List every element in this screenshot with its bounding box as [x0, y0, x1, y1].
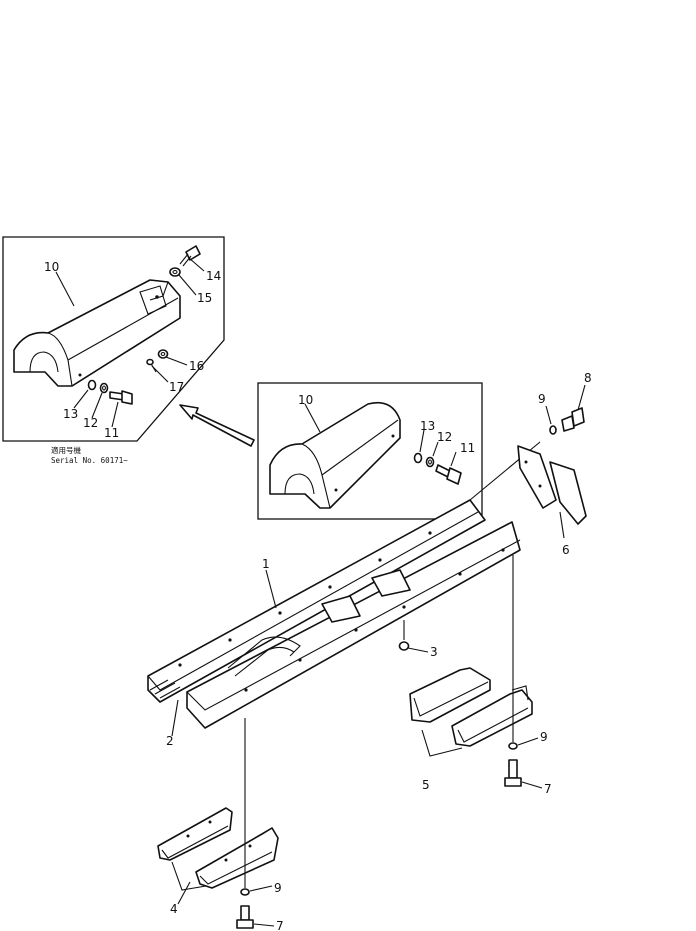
inset-standard: 10 13 12 11: [257, 382, 483, 520]
bolt-part-7-bottom: [236, 905, 254, 929]
washer-part-9-mid: [508, 742, 518, 750]
callout-9-top: 9: [538, 392, 546, 406]
callout-10: 10: [44, 260, 59, 274]
cover-part-10: [269, 401, 401, 509]
bolt-11-variant: [109, 390, 133, 405]
support-part-4: [157, 807, 279, 891]
washer-part-9-top: [549, 425, 557, 435]
serial-note-value: Serial No. 60171~: [51, 456, 128, 465]
washer-part-9-bottom: [240, 888, 250, 896]
callout-5: 5: [422, 778, 430, 792]
track-frame-part-1: [147, 499, 521, 729]
inset-frame-left: [2, 236, 225, 442]
callout-14: 14: [206, 269, 221, 283]
callout-1: 1: [262, 557, 270, 571]
serial-note-label: 適用号機: [51, 445, 81, 455]
callout-12-standard: 12: [437, 430, 452, 444]
washer-12-variant: [99, 382, 109, 394]
callout-9-mid: 9: [540, 730, 548, 744]
callout-7-mid: 7: [544, 782, 552, 796]
cover-part-10-variant: [13, 279, 181, 387]
callout-13-standard: 13: [420, 419, 435, 433]
callout-11-standard: 11: [460, 441, 475, 455]
bolt-14: [179, 245, 201, 267]
callout-17: 17: [169, 380, 184, 394]
callout-13: 13: [63, 407, 78, 421]
callout-8: 8: [584, 371, 592, 385]
callout-3: 3: [430, 645, 438, 659]
nut-part-3: [398, 620, 429, 653]
washer-12: [425, 456, 435, 468]
bolt-11: [435, 464, 462, 485]
callout-10-standard: 10: [298, 393, 313, 407]
bolt-part-8: [561, 384, 586, 432]
callout-16: 16: [189, 359, 204, 373]
support-part-5: [409, 667, 533, 757]
callout-2: 2: [166, 734, 174, 748]
bolt-part-7-mid: [504, 759, 522, 787]
callout-7-bottom: 7: [276, 919, 284, 931]
reference-arrow: [179, 404, 255, 447]
pin-17: [146, 358, 157, 373]
callout-12: 12: [83, 416, 98, 430]
inset-frame-right: [257, 382, 483, 520]
callout-9-bottom: 9: [274, 881, 282, 895]
washer-13-variant: [87, 379, 97, 391]
washer-15: [169, 267, 181, 277]
washer-13: [413, 452, 423, 464]
inset-serial-variant: 10 14 15 16 17 13 12 11 適用号機 Serial No. …: [2, 236, 225, 465]
callout-11: 11: [104, 426, 119, 440]
nut-16: [157, 349, 169, 359]
callout-6: 6: [562, 543, 570, 557]
bracket-part-6: [517, 445, 587, 525]
callout-4: 4: [170, 902, 178, 916]
callout-15: 15: [197, 291, 212, 305]
